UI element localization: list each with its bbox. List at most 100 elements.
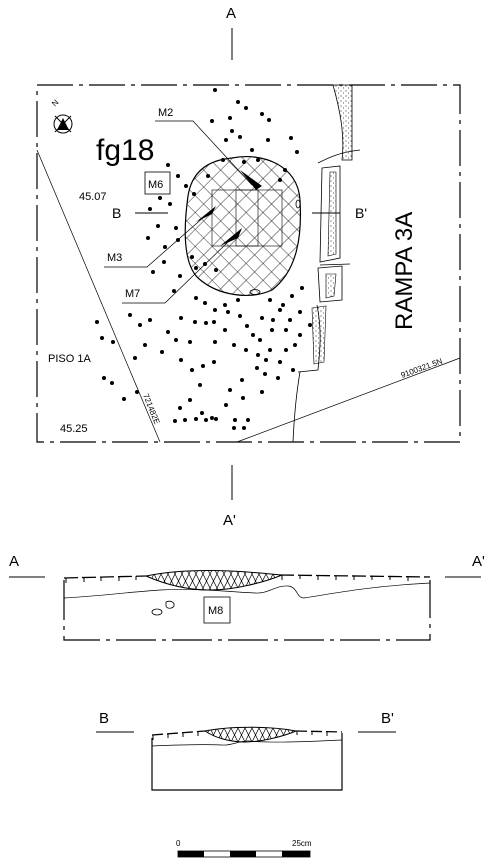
profile-b-lens (203, 726, 298, 743)
find-dot (102, 376, 106, 380)
stone-1 (151, 608, 163, 616)
profile-a-lens (144, 570, 283, 591)
scale-start-label: 0 (176, 839, 181, 848)
find-dot (166, 330, 170, 334)
find-dot (284, 348, 288, 352)
find-dot (214, 268, 218, 272)
find-dot (255, 366, 259, 370)
ramp-label: RAMPA 3A (391, 212, 418, 330)
find-dot (176, 174, 180, 178)
find-dot (212, 320, 216, 324)
find-dot (295, 150, 299, 154)
find-dot (148, 207, 152, 211)
find-dot (166, 163, 170, 167)
find-dot (308, 323, 312, 327)
find-dot (250, 148, 254, 152)
find-dot (143, 343, 147, 347)
profile-a-right-label: A' (472, 553, 485, 570)
find-dot (267, 118, 271, 122)
find-dot (288, 318, 292, 322)
find-dot (194, 296, 198, 300)
m7-label: M7 (125, 288, 140, 300)
find-dot (284, 328, 288, 332)
excavation-boundary (36, 84, 461, 443)
find-dot (298, 333, 302, 337)
section-a-top-label: A (226, 5, 236, 22)
profile-b-strata (151, 739, 343, 747)
m7-leader (122, 241, 229, 304)
find-dot (151, 270, 155, 274)
plan-view: A A' N fg18 721482E 9100321.5N (36, 5, 461, 529)
find-dot (212, 360, 216, 364)
scale-segment-3 (282, 851, 310, 857)
find-dot (111, 340, 115, 344)
find-dot (179, 316, 183, 320)
find-dot (138, 323, 142, 327)
scale-bar: 0 25cm (176, 839, 312, 858)
find-dot (146, 236, 150, 240)
find-dot (246, 418, 250, 422)
find-dot (278, 178, 282, 182)
find-dot (203, 301, 207, 305)
profile-b-right-label: B' (381, 710, 394, 727)
find-dot (260, 316, 264, 320)
find-dot (190, 255, 194, 259)
find-dot (178, 406, 182, 410)
find-dot (242, 426, 246, 430)
north-arrow-icon: N (50, 98, 73, 134)
find-dot (232, 343, 236, 347)
find-dot (300, 286, 304, 290)
find-dot (278, 308, 282, 312)
find-dot (293, 343, 297, 347)
artifact-shape-5 (295, 199, 301, 209)
find-dot (203, 262, 207, 266)
grid-line-east (36, 149, 161, 443)
find-dot (281, 303, 285, 307)
find-dot (283, 168, 287, 172)
find-dot (204, 418, 208, 422)
find-dot (242, 160, 246, 164)
find-dot (264, 358, 268, 362)
m2-label: M2 (158, 107, 173, 119)
section-a-bottom-label: A' (223, 512, 236, 529)
artifact-shape-4 (249, 289, 261, 295)
scale-segment-2 (230, 851, 256, 857)
section-b-right-label: B' (355, 205, 367, 221)
find-dot (133, 356, 137, 360)
find-dot (174, 338, 178, 342)
find-dot (260, 112, 264, 116)
find-dot (245, 324, 249, 328)
section-b-left-label: B (112, 205, 121, 221)
profile-a: A A' M8 (9, 553, 485, 641)
grid-label-east: 721482E (141, 392, 161, 425)
find-dot (221, 158, 225, 162)
find-dot (100, 336, 104, 340)
m3-leader (104, 215, 206, 268)
find-dot (230, 129, 234, 133)
find-dot (241, 396, 245, 400)
stone-2 (165, 600, 175, 609)
find-dot (298, 310, 302, 314)
find-dot (251, 333, 255, 337)
find-dot (266, 138, 270, 142)
m6-box (144, 171, 171, 195)
find-dot (188, 398, 192, 402)
find-dot (172, 289, 176, 293)
find-dot (289, 136, 293, 140)
find-dot (268, 348, 272, 352)
feature-grid-box-2 (235, 189, 283, 247)
find-dot (210, 119, 214, 123)
find-dot (174, 226, 178, 230)
figure-title: fg18 (96, 134, 154, 167)
find-dot (238, 314, 242, 318)
find-dot (223, 303, 227, 307)
find-dot (226, 310, 230, 314)
profile-a-surface (63, 575, 147, 579)
find-dot (163, 245, 167, 249)
profile-a-left-label: A (9, 553, 19, 570)
find-dot (244, 106, 248, 110)
find-dot (210, 416, 214, 420)
grid-line-north (236, 357, 461, 443)
find-dot (278, 360, 282, 364)
